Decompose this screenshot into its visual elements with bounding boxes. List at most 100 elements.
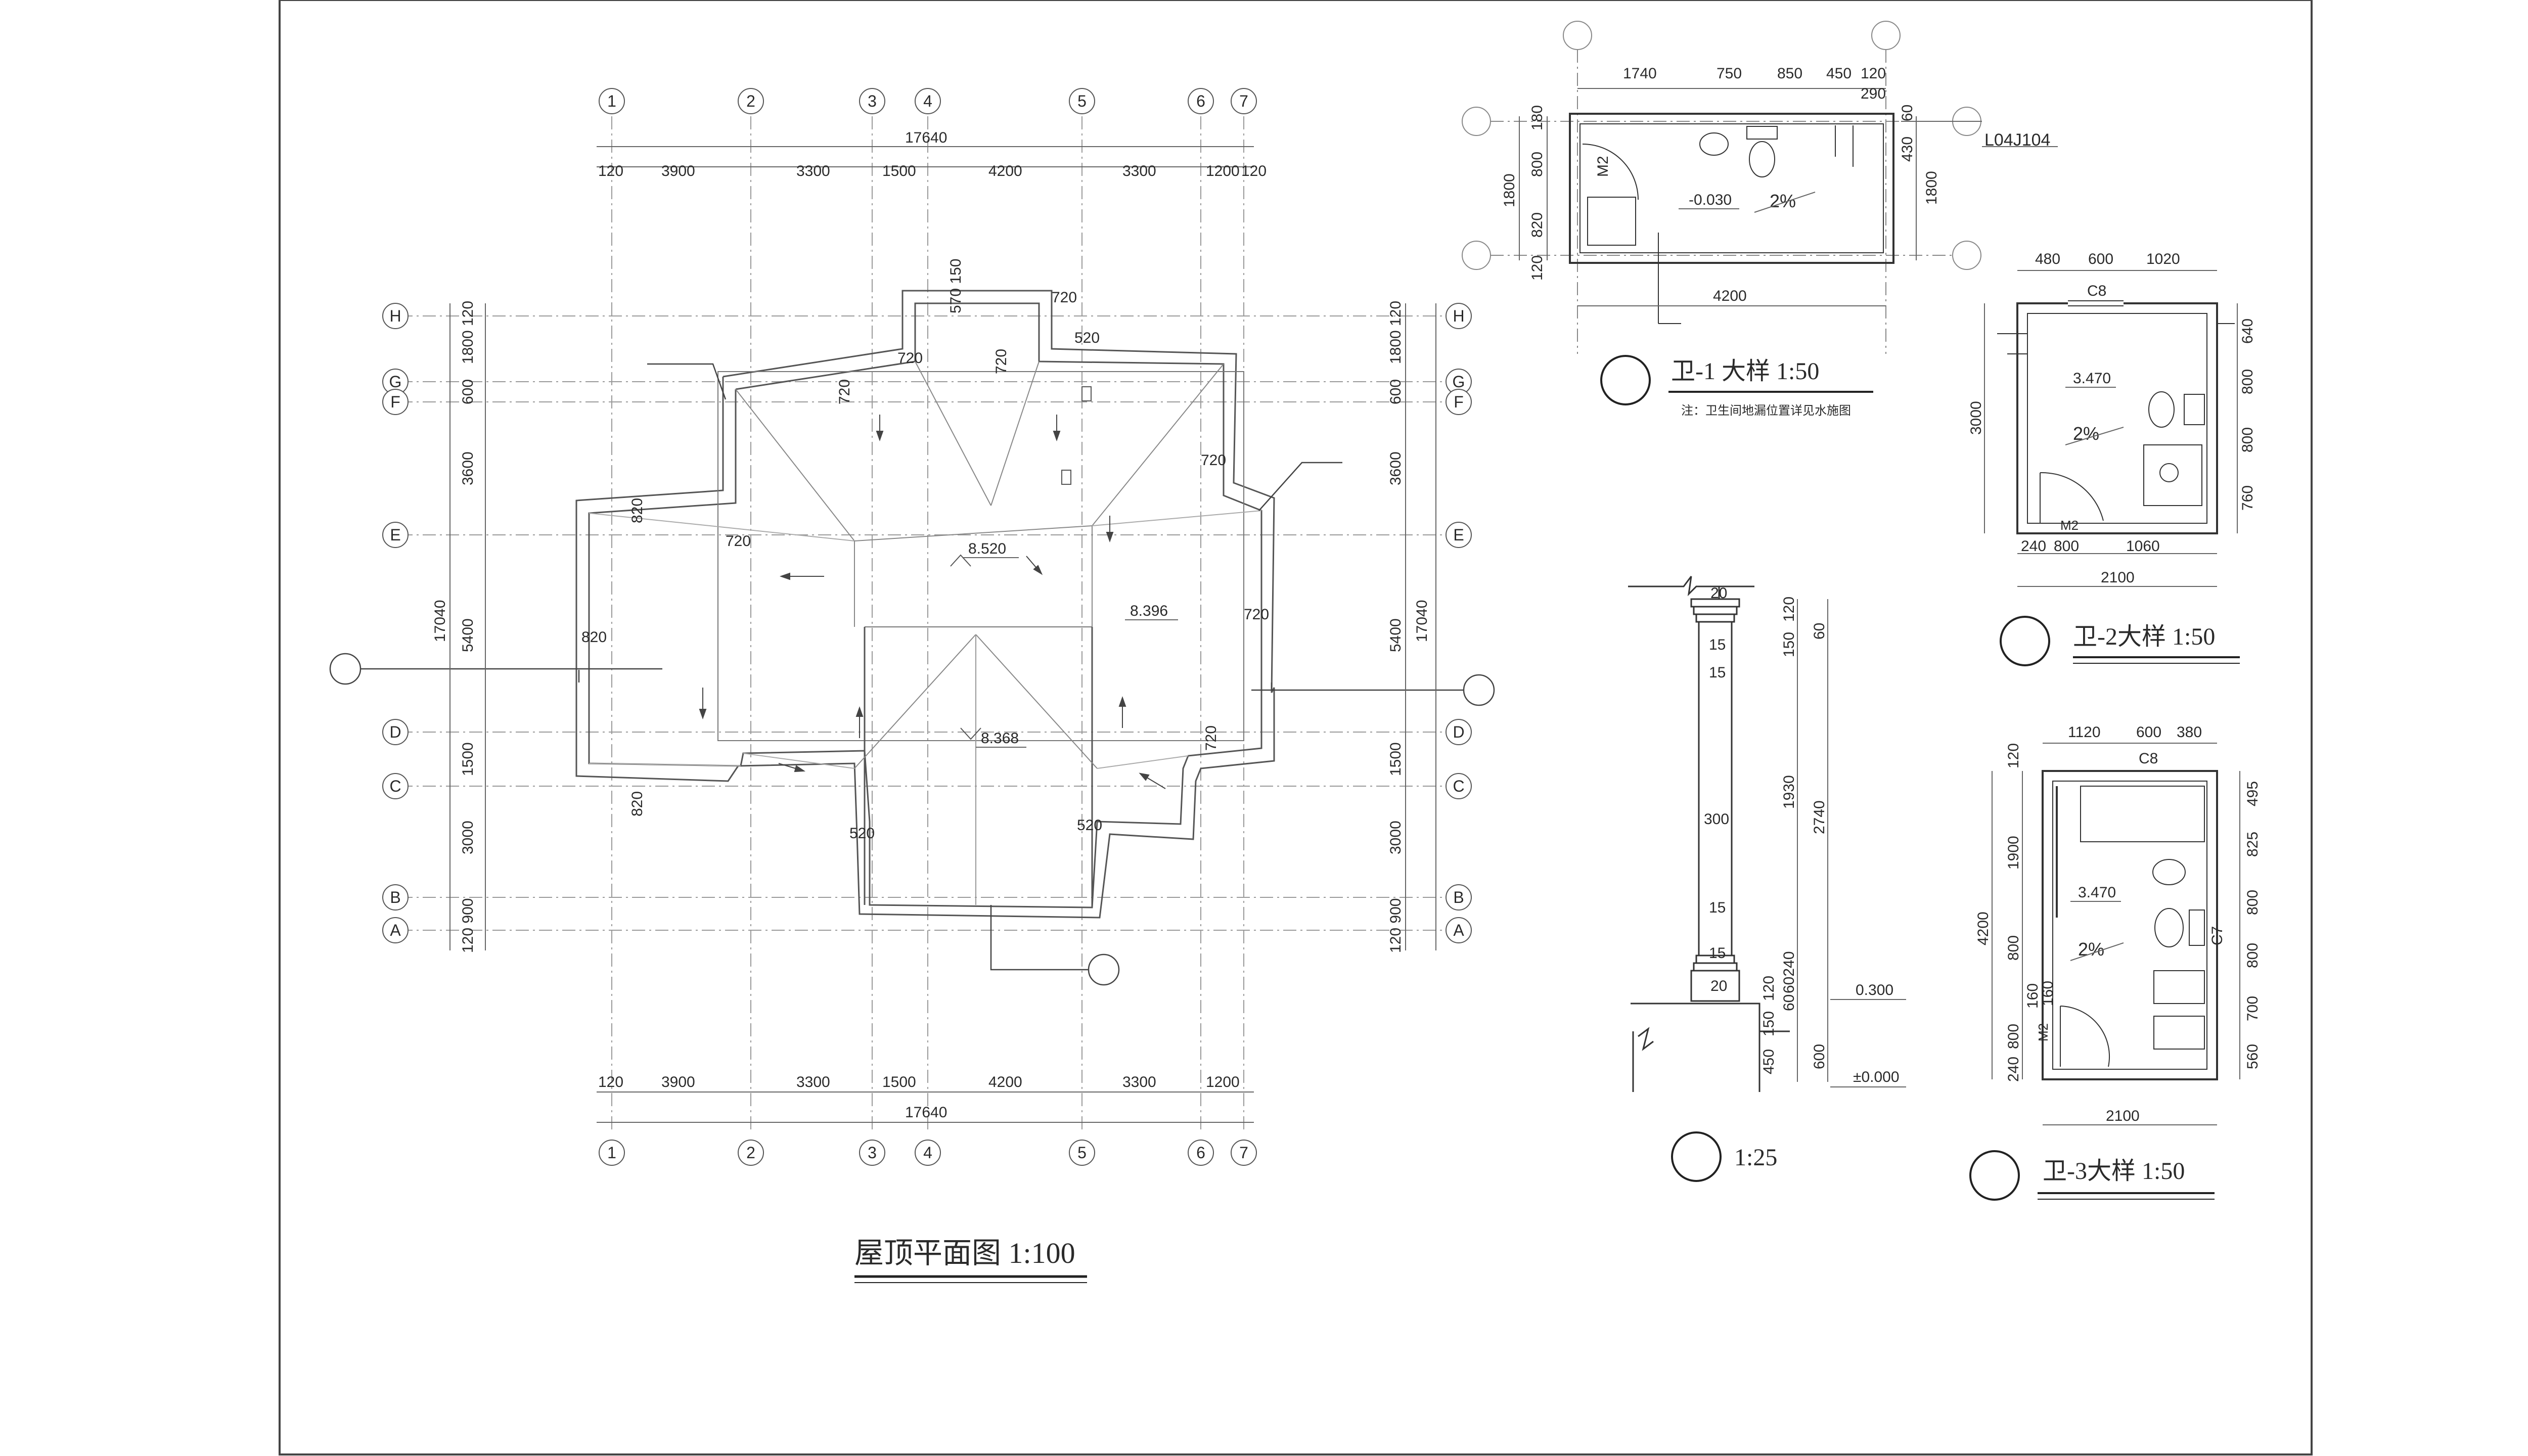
axis-label: H (1453, 307, 1464, 325)
wc2-title: 卫-2大样 1:50 (2073, 623, 2215, 650)
eave-dim: 820 (581, 629, 607, 646)
wc2-elev: 3.470 (2073, 370, 2111, 387)
axis-label: A (390, 921, 401, 939)
axis-label: A (1453, 921, 1464, 939)
wc1-dim-left: 820 (1529, 212, 1546, 238)
wc1-dim-top: 850 (1777, 65, 1802, 82)
wc1-dim-left: 180 (1529, 105, 1546, 130)
eave-dim: 720 (1203, 725, 1220, 751)
eave-dim: 820 (629, 498, 646, 523)
axis-bubble: G (382, 369, 409, 395)
eave-dim: 820 (629, 791, 646, 816)
axis-label: 1 (607, 1144, 616, 1162)
roof-plan-title: 屋顶平面图 1:100 (854, 1237, 1075, 1269)
dim-right: 120 900 (1387, 898, 1404, 953)
wc1-slope: 2% (1770, 191, 1796, 211)
total-dim-right: 17040 (1414, 600, 1430, 642)
wc1-detail: 1740 750 850 450 120 290 4200 180 800 18… (1462, 21, 2058, 418)
axis-label: D (1453, 723, 1464, 741)
dim-bottom: 120 (598, 1074, 623, 1090)
axis-label: 7 (1239, 92, 1248, 110)
axis-label: 6 (1196, 92, 1205, 110)
axis-label: 7 (1239, 1144, 1248, 1162)
wc3-dim-right: 825 (2244, 832, 2261, 857)
wc2-dim-right: 760 (2239, 485, 2256, 511)
dim-top: 3300 (796, 163, 830, 179)
axis-label: E (1453, 526, 1464, 544)
wc2-dim-bottom: 240 (2021, 538, 2046, 555)
dim-right: 600 (1387, 379, 1404, 404)
dimension-chain-bottom: 120 3900 3300 1500 4200 3300 1200 17640 (597, 1074, 1254, 1123)
wc1-dim-left: 120 (1529, 255, 1546, 281)
wc3-window-side: C7 (2209, 926, 2226, 945)
axis-label: D (389, 723, 401, 741)
wc1-elev: -0.030 (1689, 192, 1732, 208)
dim-left: 600 (460, 379, 476, 404)
axis-label: 1 (607, 92, 616, 110)
column-dim-right: 1930 (1781, 775, 1797, 809)
axis-label: C (389, 777, 401, 795)
wc3-dim-top: 600 (2136, 724, 2161, 741)
wc3-window: C8 (2139, 750, 2158, 767)
axis-bubble: 2 (738, 1140, 764, 1166)
axis-label: G (389, 373, 402, 391)
dim-top: 1500 (882, 163, 916, 179)
eave-dim: 520 (1074, 330, 1100, 346)
dim-right: 3600 (1387, 451, 1404, 485)
axis-label: 5 (1077, 1144, 1087, 1162)
wc3-dim-left: 800 (2005, 935, 2022, 961)
dim-top: 3900 (661, 163, 695, 179)
wc2-dim-top: 480 (2035, 251, 2060, 267)
column-dim-left: 15 (1709, 664, 1726, 681)
eave-dim: 720 (836, 379, 853, 404)
dimension-chain-right: 17040 120 1800 600 3600 5400 1500 3000 1… (1387, 301, 1436, 953)
axis-label: 2 (746, 1144, 755, 1162)
axis-label: G (1453, 373, 1465, 391)
total-dim-top: 17640 (905, 129, 947, 146)
dimension-chain-top: 17640 120 3900 3300 1500 4200 3300 1200 … (597, 129, 1267, 179)
wc2-detail: 480 600 1020 C8 3000 640 800 800 760 240… (1968, 251, 2256, 666)
wc1-dim-left: 1800 (1501, 173, 1518, 207)
column-dim-left: 20 (1710, 585, 1727, 602)
dim-top: 3300 (1122, 163, 1156, 179)
axis-bubble: B (1446, 884, 1472, 911)
column-dim-left: 15 (1709, 636, 1726, 653)
axis-bubble: 4 (915, 88, 941, 114)
wc2-window: C8 (2087, 283, 2106, 299)
wc2-dim-right: 800 (2239, 369, 2256, 394)
axis-label: B (390, 888, 400, 906)
dim-left: 3600 (460, 451, 476, 485)
dim-left: 120 900 (460, 898, 476, 953)
axis-bubble: 2 (738, 88, 764, 114)
axis-bubble: 5 (1069, 1140, 1095, 1166)
column-dim-left: 15 (1709, 945, 1726, 962)
axis-label: H (389, 307, 401, 325)
eave-dim: 720 (1244, 606, 1269, 623)
dimension-chain-left: 17040 120 1800 600 3600 5400 1500 3000 1… (432, 301, 486, 953)
wc3-dim-left: 160 (2024, 983, 2041, 1009)
sheet-frame (279, 0, 2313, 1455)
wc3-dim-top: 1120 (2068, 724, 2101, 741)
dim-left: 120 (460, 301, 476, 326)
eave-dim: 720 (1201, 452, 1226, 469)
wc2-dim-right: 800 (2239, 427, 2256, 452)
dim-bottom: 3300 (796, 1074, 830, 1090)
wc1-dim-right: 60 (1899, 105, 1916, 121)
wc3-dim-right: 700 (2244, 996, 2261, 1021)
elevation-label: 8.368 (981, 730, 1019, 747)
axis-label: 4 (923, 92, 932, 110)
dim-top: 1200 (1206, 163, 1240, 179)
column-dim-right: 120 (1760, 976, 1777, 1001)
column-dim-left: 300 (1704, 811, 1729, 828)
dim-top: 120 (598, 163, 623, 179)
wc3-title: 卫-3大样 1:50 (2043, 1158, 2185, 1185)
wc2-door: M2 (2060, 518, 2079, 533)
wc1-dim-right: 430 (1899, 136, 1916, 162)
axis-bubble: 1 (599, 88, 625, 114)
axis-bubble: 1 (599, 1140, 625, 1166)
dim-right: 3000 (1387, 821, 1404, 854)
wc2-dim-total: 2100 (2101, 569, 2135, 586)
total-dim-left: 17040 (432, 600, 448, 642)
